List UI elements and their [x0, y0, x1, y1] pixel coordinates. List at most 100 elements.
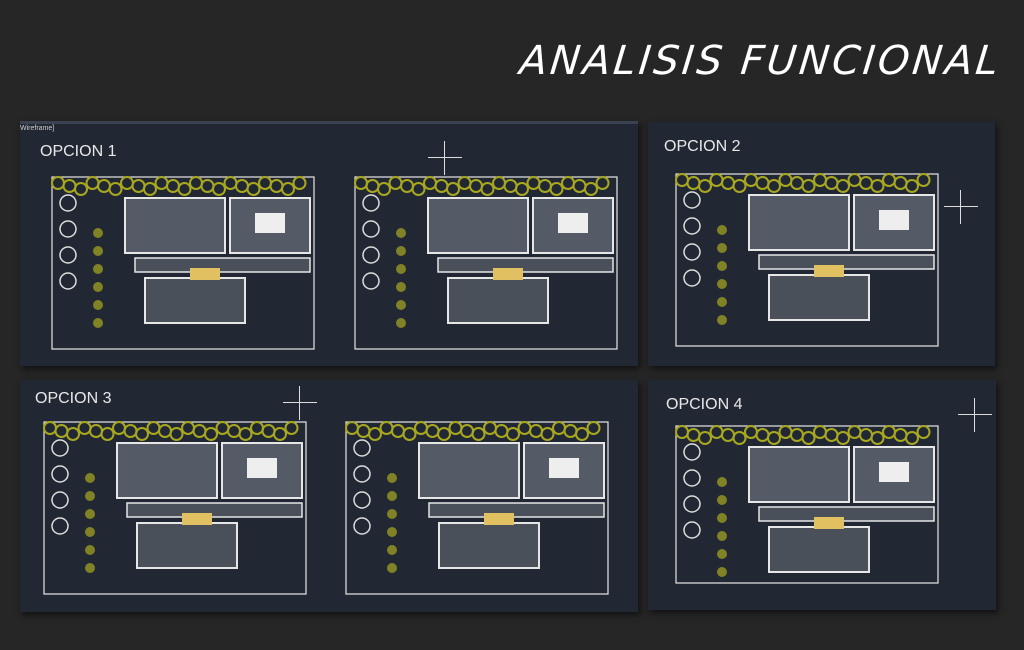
- tree-icon: [238, 427, 253, 441]
- tree-icon: [250, 421, 264, 435]
- tree-icon: [494, 424, 509, 438]
- tree-icon: [778, 173, 793, 187]
- tree-icon: [246, 182, 261, 196]
- tree-icon: [480, 182, 495, 196]
- tree-icon: [354, 176, 368, 190]
- table-icon: [362, 194, 380, 212]
- shrub-icon: [93, 228, 103, 238]
- option-label: OPCION 4: [666, 396, 743, 413]
- shrub-icon: [85, 491, 95, 501]
- table: [247, 458, 277, 478]
- shrub-icon: [93, 282, 103, 292]
- shrub-icon: [717, 531, 727, 541]
- tree-icon: [400, 179, 414, 193]
- tree-icon: [595, 176, 610, 190]
- tree-icon: [515, 182, 529, 196]
- tree-icon: [377, 182, 391, 196]
- shrub-icon: [85, 473, 95, 483]
- tree-icon: [292, 176, 307, 190]
- tree-icon: [158, 424, 172, 438]
- shrub-icon: [717, 279, 727, 289]
- table-icon: [362, 246, 380, 264]
- tree-icon: [686, 176, 701, 190]
- table-icon: [59, 246, 77, 264]
- tree-icon: [538, 179, 552, 193]
- option-label: OPCION 3: [35, 390, 112, 407]
- tree-icon: [166, 179, 180, 193]
- tree-icon: [552, 421, 566, 435]
- tree-icon: [709, 425, 724, 439]
- floor-plan: [345, 421, 609, 595]
- table-icon: [683, 443, 701, 461]
- tree-icon: [123, 424, 138, 438]
- tree-icon: [492, 176, 506, 190]
- tree-icon: [169, 427, 184, 441]
- floor-plan: [675, 425, 939, 584]
- tree-icon: [85, 176, 100, 190]
- tree-icon: [859, 176, 873, 190]
- table: [549, 458, 579, 478]
- table-icon: [362, 220, 380, 238]
- corridor: [758, 254, 935, 270]
- tree-icon: [563, 424, 578, 438]
- tree-icon: [402, 427, 417, 441]
- tree-icon: [916, 425, 931, 439]
- shrub-icon: [85, 545, 95, 555]
- tree-icon: [824, 176, 839, 190]
- shrub-icon: [717, 513, 727, 523]
- tree-icon: [767, 431, 781, 445]
- tree-icon: [824, 428, 839, 442]
- shrub-icon: [387, 509, 397, 519]
- tree-icon: [744, 173, 758, 187]
- tree-icon: [584, 182, 598, 196]
- option-2-panel: OPCION 2: [648, 122, 995, 366]
- floor-plan: [675, 173, 939, 347]
- shrub-icon: [717, 297, 727, 307]
- furniture: [190, 268, 220, 280]
- tree-icon: [698, 431, 712, 445]
- tree-icon: [284, 421, 299, 435]
- tree-icon: [411, 182, 426, 196]
- furniture: [814, 517, 844, 529]
- tree-icon: [778, 425, 793, 439]
- tree-icon: [813, 425, 827, 439]
- shrub-icon: [85, 527, 95, 537]
- shrub-icon: [93, 300, 103, 310]
- tree-icon: [414, 421, 428, 435]
- tree-icon: [526, 176, 541, 190]
- furniture: [484, 513, 514, 525]
- tree-icon: [391, 424, 405, 438]
- tree-icon: [434, 179, 449, 193]
- tree-icon: [135, 427, 149, 441]
- viewport-bar: [20, 121, 638, 124]
- tree-icon: [388, 176, 403, 190]
- crosshair-cursor-icon: [958, 398, 992, 432]
- floor-plan: [51, 176, 315, 350]
- shrub-icon: [387, 563, 397, 573]
- tree-icon: [686, 428, 701, 442]
- office-room: [418, 442, 520, 499]
- tree-icon: [847, 173, 862, 187]
- tree-icon: [503, 179, 518, 193]
- furniture: [182, 513, 212, 525]
- site-boundary: [675, 425, 939, 584]
- tree-icon: [448, 421, 463, 435]
- table-icon: [683, 191, 701, 209]
- tree-icon: [675, 173, 689, 187]
- furniture: [493, 268, 523, 280]
- tree-icon: [146, 421, 161, 435]
- tree-icon: [790, 428, 804, 442]
- shrub-icon: [93, 246, 103, 256]
- tree-icon: [345, 421, 359, 435]
- tree-icon: [51, 176, 65, 190]
- table: [879, 462, 909, 482]
- shrub-icon: [717, 567, 727, 577]
- slide-title: ANALISIS FUNCIONAL: [517, 38, 1004, 84]
- tree-icon: [100, 427, 115, 441]
- work-area: [768, 526, 870, 573]
- tree-icon: [790, 176, 804, 190]
- tree-icon: [882, 173, 896, 187]
- floor-plan: [43, 421, 307, 595]
- tree-icon: [212, 182, 226, 196]
- shrub-icon: [387, 545, 397, 555]
